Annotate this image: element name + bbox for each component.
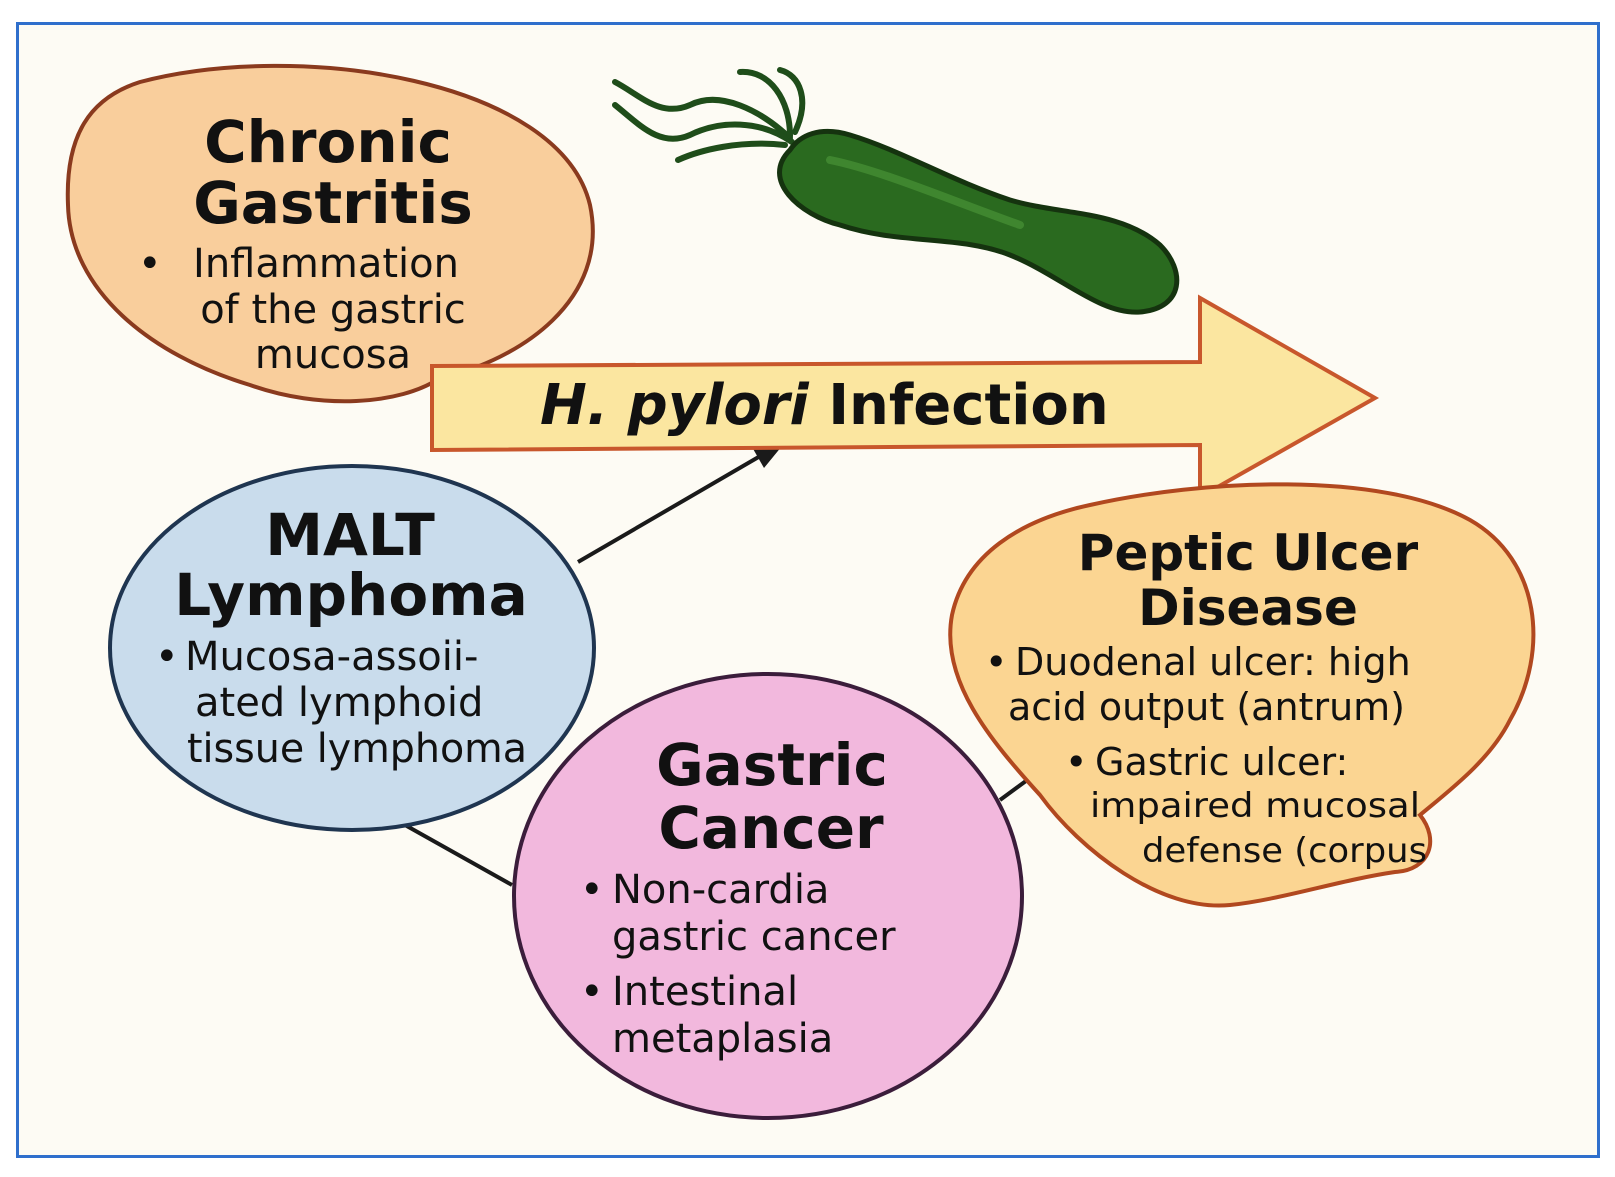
chronic-gastritis-title-line1: Chronic	[204, 108, 452, 176]
node-malt-lymphoma: MALT Lymphoma • Mucosa-assoii- ated lymp…	[108, 464, 596, 832]
chronic-gastritis-line1: Inflammation	[193, 241, 459, 287]
peptic-ulcer-shape	[948, 482, 1536, 908]
gastric-cancer-b2-line2: metaplasia	[612, 1016, 833, 1062]
infection-label-italic: H. pylori	[540, 373, 810, 438]
malt-line2: ated lymphoid	[195, 680, 483, 726]
peptic-b2-line1: Gastric ulcer:	[1095, 740, 1348, 784]
peptic-b1-line1: Duodenal ulcer: high	[1015, 640, 1411, 684]
chronic-gastritis-bullet: •	[138, 241, 162, 287]
h-pylori-bacterium-icon	[612, 67, 1180, 315]
connector-malt-arrowhead	[752, 446, 782, 468]
connectors	[404, 446, 1032, 887]
malt-bullet: •	[155, 634, 179, 680]
chronic-gastritis-title-line2: Gastritis	[193, 169, 473, 237]
gastric-cancer-b1-line1: Non-cardia	[612, 867, 829, 913]
connector-malt-to-cancer	[404, 823, 513, 887]
peptic-b2-line2: impaired mucosal	[1090, 786, 1420, 826]
gastric-cancer-bullet-1: •	[580, 867, 604, 913]
infection-label-rest: Infection	[809, 373, 1109, 438]
infection-arrow-shape	[430, 294, 1380, 501]
peptic-bullet-2: •	[1065, 740, 1087, 784]
chronic-gastritis-line3: mucosa	[255, 332, 411, 378]
node-chronic-gastritis	[65, 63, 595, 404]
gastric-cancer-title-line1: Gastric	[656, 731, 888, 799]
peptic-title-line1: Peptic Ulcer	[1078, 524, 1419, 582]
peptic-b2-line3: defense (corpus	[1142, 831, 1427, 871]
malt-line3: tissue lymphoma	[187, 726, 527, 772]
malt-lymphoma-shape	[108, 464, 596, 832]
peptic-b1-line2: acid output (antrum)	[1008, 685, 1405, 729]
gastric-cancer-b1-line2: gastric cancer	[612, 914, 896, 960]
node-gastric-cancer: Gastric Cancer • Non-cardia gastric canc…	[512, 672, 1024, 1120]
peptic-title-line2: Disease	[1138, 579, 1358, 637]
chronic-gastritis-line2: of the gastric	[200, 287, 466, 333]
chronic-gastritis-shape	[65, 63, 595, 404]
gastric-cancer-bullet-2: •	[580, 969, 604, 1015]
malt-title-line1: MALT	[265, 501, 435, 569]
gastric-cancer-shape	[512, 672, 1024, 1120]
malt-line1: Mucosa-assoii-	[185, 634, 478, 680]
connector-malt-to-arrow	[576, 453, 764, 564]
connector-cancer-to-peptic	[998, 776, 1032, 802]
malt-title-line2: Lymphoma	[174, 561, 528, 629]
chronic-gastritis-text: Chronic Gastritis • Inflammation of the …	[138, 108, 473, 378]
peptic-bullet-1: •	[985, 640, 1007, 684]
infection-arrow: H. pylori Infection	[430, 294, 1380, 501]
infection-arrow-label: H. pylori Infection	[540, 373, 1109, 438]
gastric-cancer-title-line2: Cancer	[658, 794, 884, 862]
gastric-cancer-b2-line1: Intestinal	[612, 969, 798, 1015]
node-peptic-ulcer: Peptic Ulcer Disease • Duodenal ulcer: h…	[948, 482, 1536, 908]
